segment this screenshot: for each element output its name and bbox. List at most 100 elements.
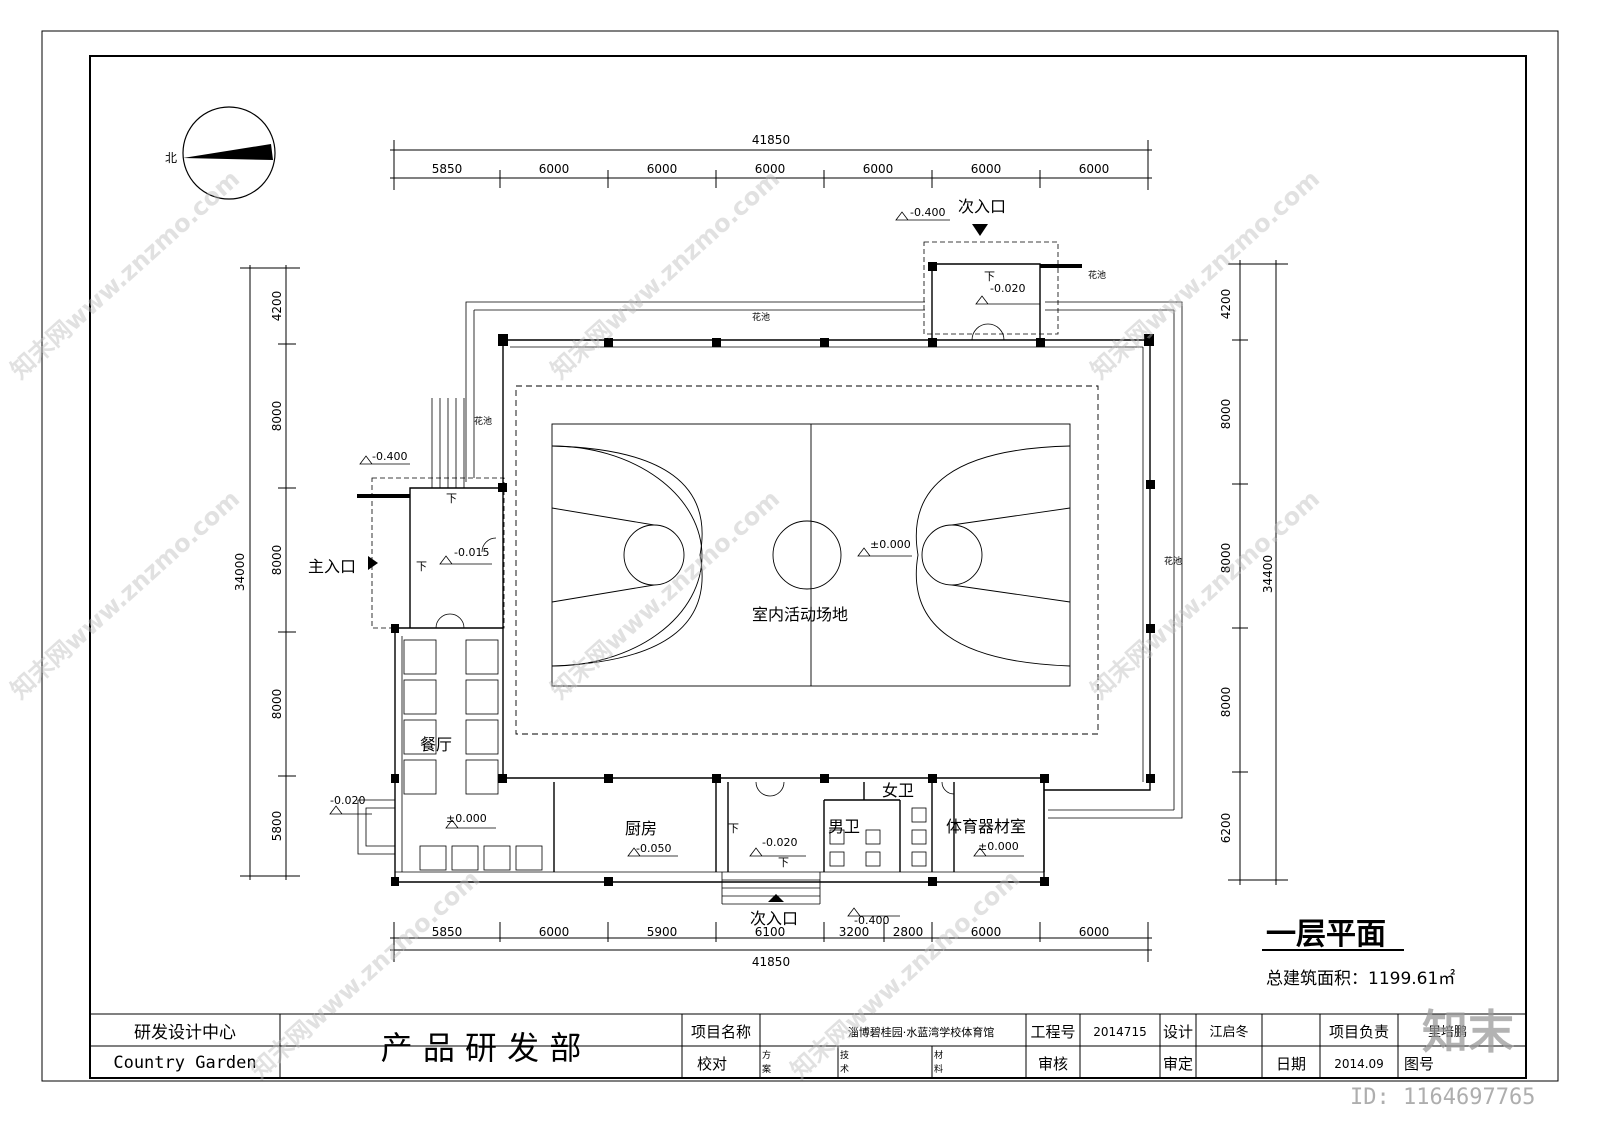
entrance-arrows [368, 224, 988, 902]
left-dimensions [240, 265, 300, 880]
room-equipment-label: 体育器材室 [946, 817, 1026, 836]
planter-label: 花池 [474, 415, 492, 427]
elevation-value: -0.050 [636, 842, 671, 855]
down-mark: 下 [984, 270, 995, 283]
elevation-value: ±0.000 [978, 840, 1019, 853]
dim-right-overall: 34400 [1261, 555, 1275, 593]
dim-right-seg: 8000 [1219, 399, 1233, 430]
planter-outline [465, 301, 1183, 819]
room-court-label: 室内活动场地 [752, 605, 848, 624]
main-entry-arrow [368, 556, 378, 570]
down-mark: 下 [728, 822, 739, 835]
site-watermark: 知末网www.znzmo.com [5, 485, 245, 705]
proofread-label: 校对 [697, 1055, 727, 1073]
review-label: 审核 [1038, 1055, 1068, 1073]
dim-bottom-seg: 2800 [893, 925, 924, 939]
tech-label: 技 [840, 1049, 849, 1061]
center-name: 研发设计中心 [134, 1023, 236, 1043]
dim-right-seg: 8000 [1219, 687, 1233, 718]
dim-bottom-seg: 6000 [539, 925, 570, 939]
planter-label: 花池 [1164, 555, 1182, 567]
drawing-title: 一层平面 [1266, 917, 1386, 952]
site-watermark: 知末网www.znzmo.com [1085, 165, 1325, 385]
dim-top-seg: 5850 [432, 162, 463, 176]
department-name: 产 品 研 发 部 [381, 1029, 582, 1067]
site-watermark: 知末网www.znzmo.com [545, 165, 785, 385]
north-arrow: 北 [165, 106, 276, 200]
site-watermark: 知末网www.znzmo.com [545, 485, 785, 705]
secondary-bottom-arrow [768, 894, 784, 902]
secondary-entrance-top-label: 次入口 [958, 197, 1006, 216]
dim-left-seg: 8000 [270, 401, 284, 432]
down-mark: 下 [446, 492, 457, 505]
logo-watermark: 知末 [1422, 1005, 1514, 1059]
dim-top-overall: 41850 [752, 133, 790, 147]
right-dimensions [1228, 260, 1288, 885]
site-watermark: 知末网www.znzmo.com [5, 165, 245, 385]
down-mark: 下 [416, 560, 427, 573]
dim-top-seg: 6000 [863, 162, 894, 176]
elevation-markers [329, 211, 1040, 917]
elevation-value: -0.015 [454, 546, 489, 559]
dining-porch [357, 799, 395, 855]
dim-left-seg: 8000 [270, 689, 284, 720]
door-swings [435, 323, 1005, 797]
dim-right-seg: 8000 [1219, 543, 1233, 574]
bottom-dimensions [390, 922, 1152, 962]
room-kitchen-label: 厨房 [625, 819, 657, 838]
dim-top-seg: 6000 [539, 162, 570, 176]
dining-tables [403, 639, 543, 871]
total-area-label: 总建筑面积：1199.61㎡ [1266, 969, 1455, 989]
room-male-wc-label: 男卫 [828, 817, 860, 836]
elevation-value: -0.020 [762, 836, 797, 849]
material-label: 料 [934, 1063, 943, 1075]
structural-columns [391, 262, 1155, 886]
toilet-fixtures [829, 807, 927, 867]
building-walls [371, 241, 1151, 883]
dim-bottom-overall: 41850 [752, 955, 790, 969]
project-no-label: 工程号 [1030, 1023, 1075, 1041]
scheme-label: 案 [762, 1063, 771, 1075]
site-watermark: 知末网www.znzmo.com [1085, 485, 1325, 705]
dim-bottom-seg: 6000 [971, 925, 1002, 939]
dim-top-seg: 6000 [1079, 162, 1110, 176]
dim-bottom-seg: 6100 [755, 925, 786, 939]
dim-left-seg: 8000 [270, 545, 284, 576]
dim-right-seg: 6200 [1219, 813, 1233, 844]
elevation-value: ±0.000 [446, 812, 487, 825]
top-dimensions [390, 140, 1152, 190]
dim-right-seg: 4200 [1219, 289, 1233, 320]
material-label: 材 [934, 1049, 943, 1061]
west-stair [431, 398, 465, 488]
outer-sheet-border [41, 30, 1559, 1082]
elevation-value: -0.400 [854, 914, 889, 927]
site-watermarks: 知末网www.znzmo.com 知末网www.znzmo.com 知末网www… [5, 165, 1325, 1085]
dim-top-seg: 6000 [647, 162, 678, 176]
dim-top-seg: 6000 [971, 162, 1002, 176]
secondary-top-arrow [972, 224, 988, 236]
dim-bottom-seg: 5900 [647, 925, 678, 939]
dim-left-seg: 4200 [270, 291, 284, 322]
down-mark: 下 [778, 856, 789, 869]
project-name-label: 项目名称 [691, 1023, 751, 1041]
dim-bottom-seg: 5850 [432, 925, 463, 939]
design-label: 设计 [1163, 1023, 1193, 1041]
entry-stubs [357, 264, 1082, 498]
room-dining-label: 餐厅 [420, 735, 452, 754]
main-entrance-label: 主入口 [308, 557, 356, 576]
dim-left-overall: 34000 [233, 553, 247, 591]
project-no: 2014715 [1093, 1025, 1146, 1039]
planter-label: 花池 [1088, 269, 1106, 281]
dim-top-seg: 6000 [755, 162, 786, 176]
title-block [89, 1013, 1527, 1079]
dim-left-seg: 5800 [270, 811, 284, 842]
elevation-value: -0.400 [910, 206, 945, 219]
date-label: 日期 [1276, 1055, 1306, 1073]
designer-name: 江启冬 [1209, 1024, 1248, 1040]
elevation-value: -0.020 [330, 794, 365, 807]
company-name: Country Garden [113, 1053, 256, 1073]
dim-bottom-seg: 6000 [1079, 925, 1110, 939]
lead-label: 项目负责 [1329, 1023, 1389, 1041]
drawing-no-label: 图号 [1404, 1055, 1434, 1073]
